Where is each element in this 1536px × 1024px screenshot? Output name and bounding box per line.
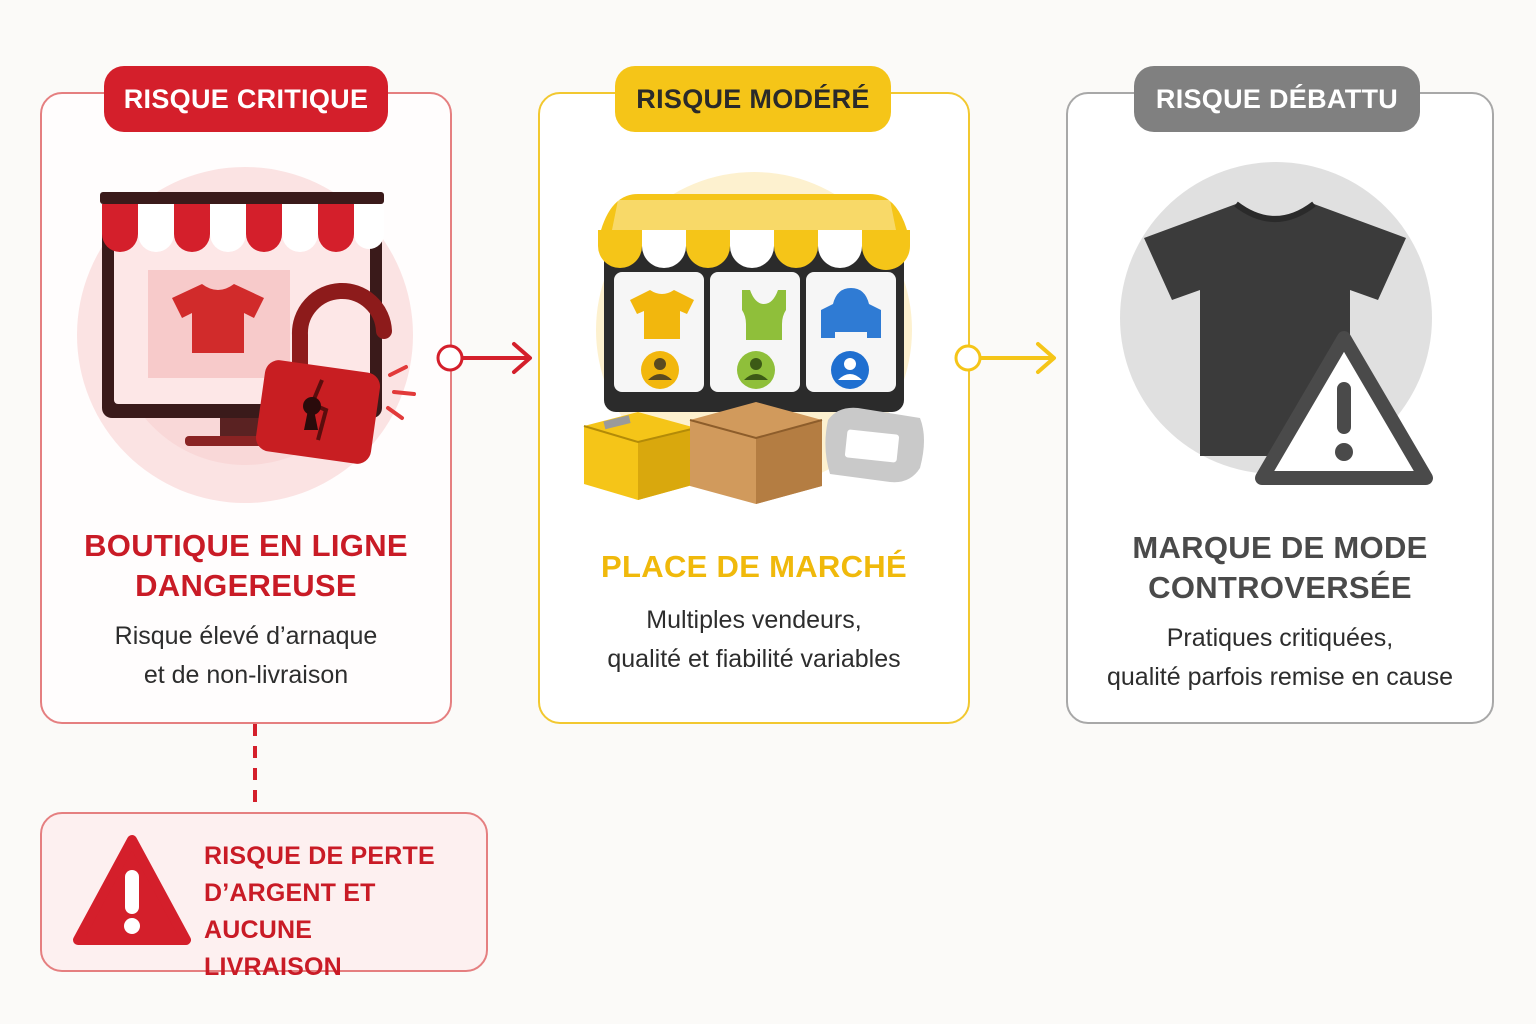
card-title-line: BOUTIQUE EN LIGNE	[84, 528, 408, 563]
arrow-right-icon	[436, 342, 532, 374]
card-desc-line: Multiples vendeurs,	[646, 606, 862, 634]
marketplace-stall-icon	[583, 172, 924, 504]
card-desc-line: qualité parfois remise en cause	[1106, 663, 1454, 691]
card-title-controversial-brand: MARQUE DE MODE CONTROVERSÉE	[1066, 528, 1494, 608]
warning-triangle-icon	[73, 835, 191, 945]
card-desc-online-shop: Risque élevé d’arnaque et de non-livrais…	[40, 617, 452, 695]
online-shop-broken-lock-icon	[77, 167, 416, 503]
badge-debated-risk: RISQUE DÉBATTU	[1134, 66, 1420, 132]
card-title-line: MARQUE DE MODE	[1132, 530, 1428, 565]
card-title-marketplace: PLACE DE MARCHÉ	[538, 547, 970, 587]
card-desc-line: qualité et fiabilité variables	[607, 645, 901, 673]
alert-line: RISQUE DE PERTE	[204, 842, 435, 870]
card-desc-line: et de non-livraison	[143, 661, 349, 689]
card-title-line: PLACE DE MARCHÉ	[601, 549, 907, 584]
badge-critical-risk: RISQUE CRITIQUE	[104, 66, 388, 132]
card-desc-line: Pratiques critiquées,	[1166, 624, 1394, 652]
card-desc-line: Risque élevé d’arnaque	[114, 622, 378, 650]
alert-line: LIVRAISON	[204, 953, 342, 981]
tshirt-warning-icon	[1120, 162, 1433, 485]
alert-line: D’ARGENT ET AUCUNE	[204, 879, 376, 944]
badge-moderate-risk: RISQUE MODÉRÉ	[615, 66, 891, 132]
arrow-right-icon	[954, 342, 1056, 374]
dashed-connector	[253, 724, 257, 812]
card-desc-controversial-brand: Pratiques critiquées, qualité parfois re…	[1066, 619, 1494, 697]
alert-message: RISQUE DE PERTE D’ARGENT ET AUCUNE LIVRA…	[204, 838, 484, 986]
card-desc-marketplace: Multiples vendeurs, qualité et fiabilité…	[538, 601, 970, 679]
card-title-online-shop: BOUTIQUE EN LIGNE DANGEREUSE	[40, 526, 452, 606]
card-title-line: CONTROVERSÉE	[1148, 570, 1412, 605]
card-title-line: DANGEREUSE	[135, 568, 357, 603]
